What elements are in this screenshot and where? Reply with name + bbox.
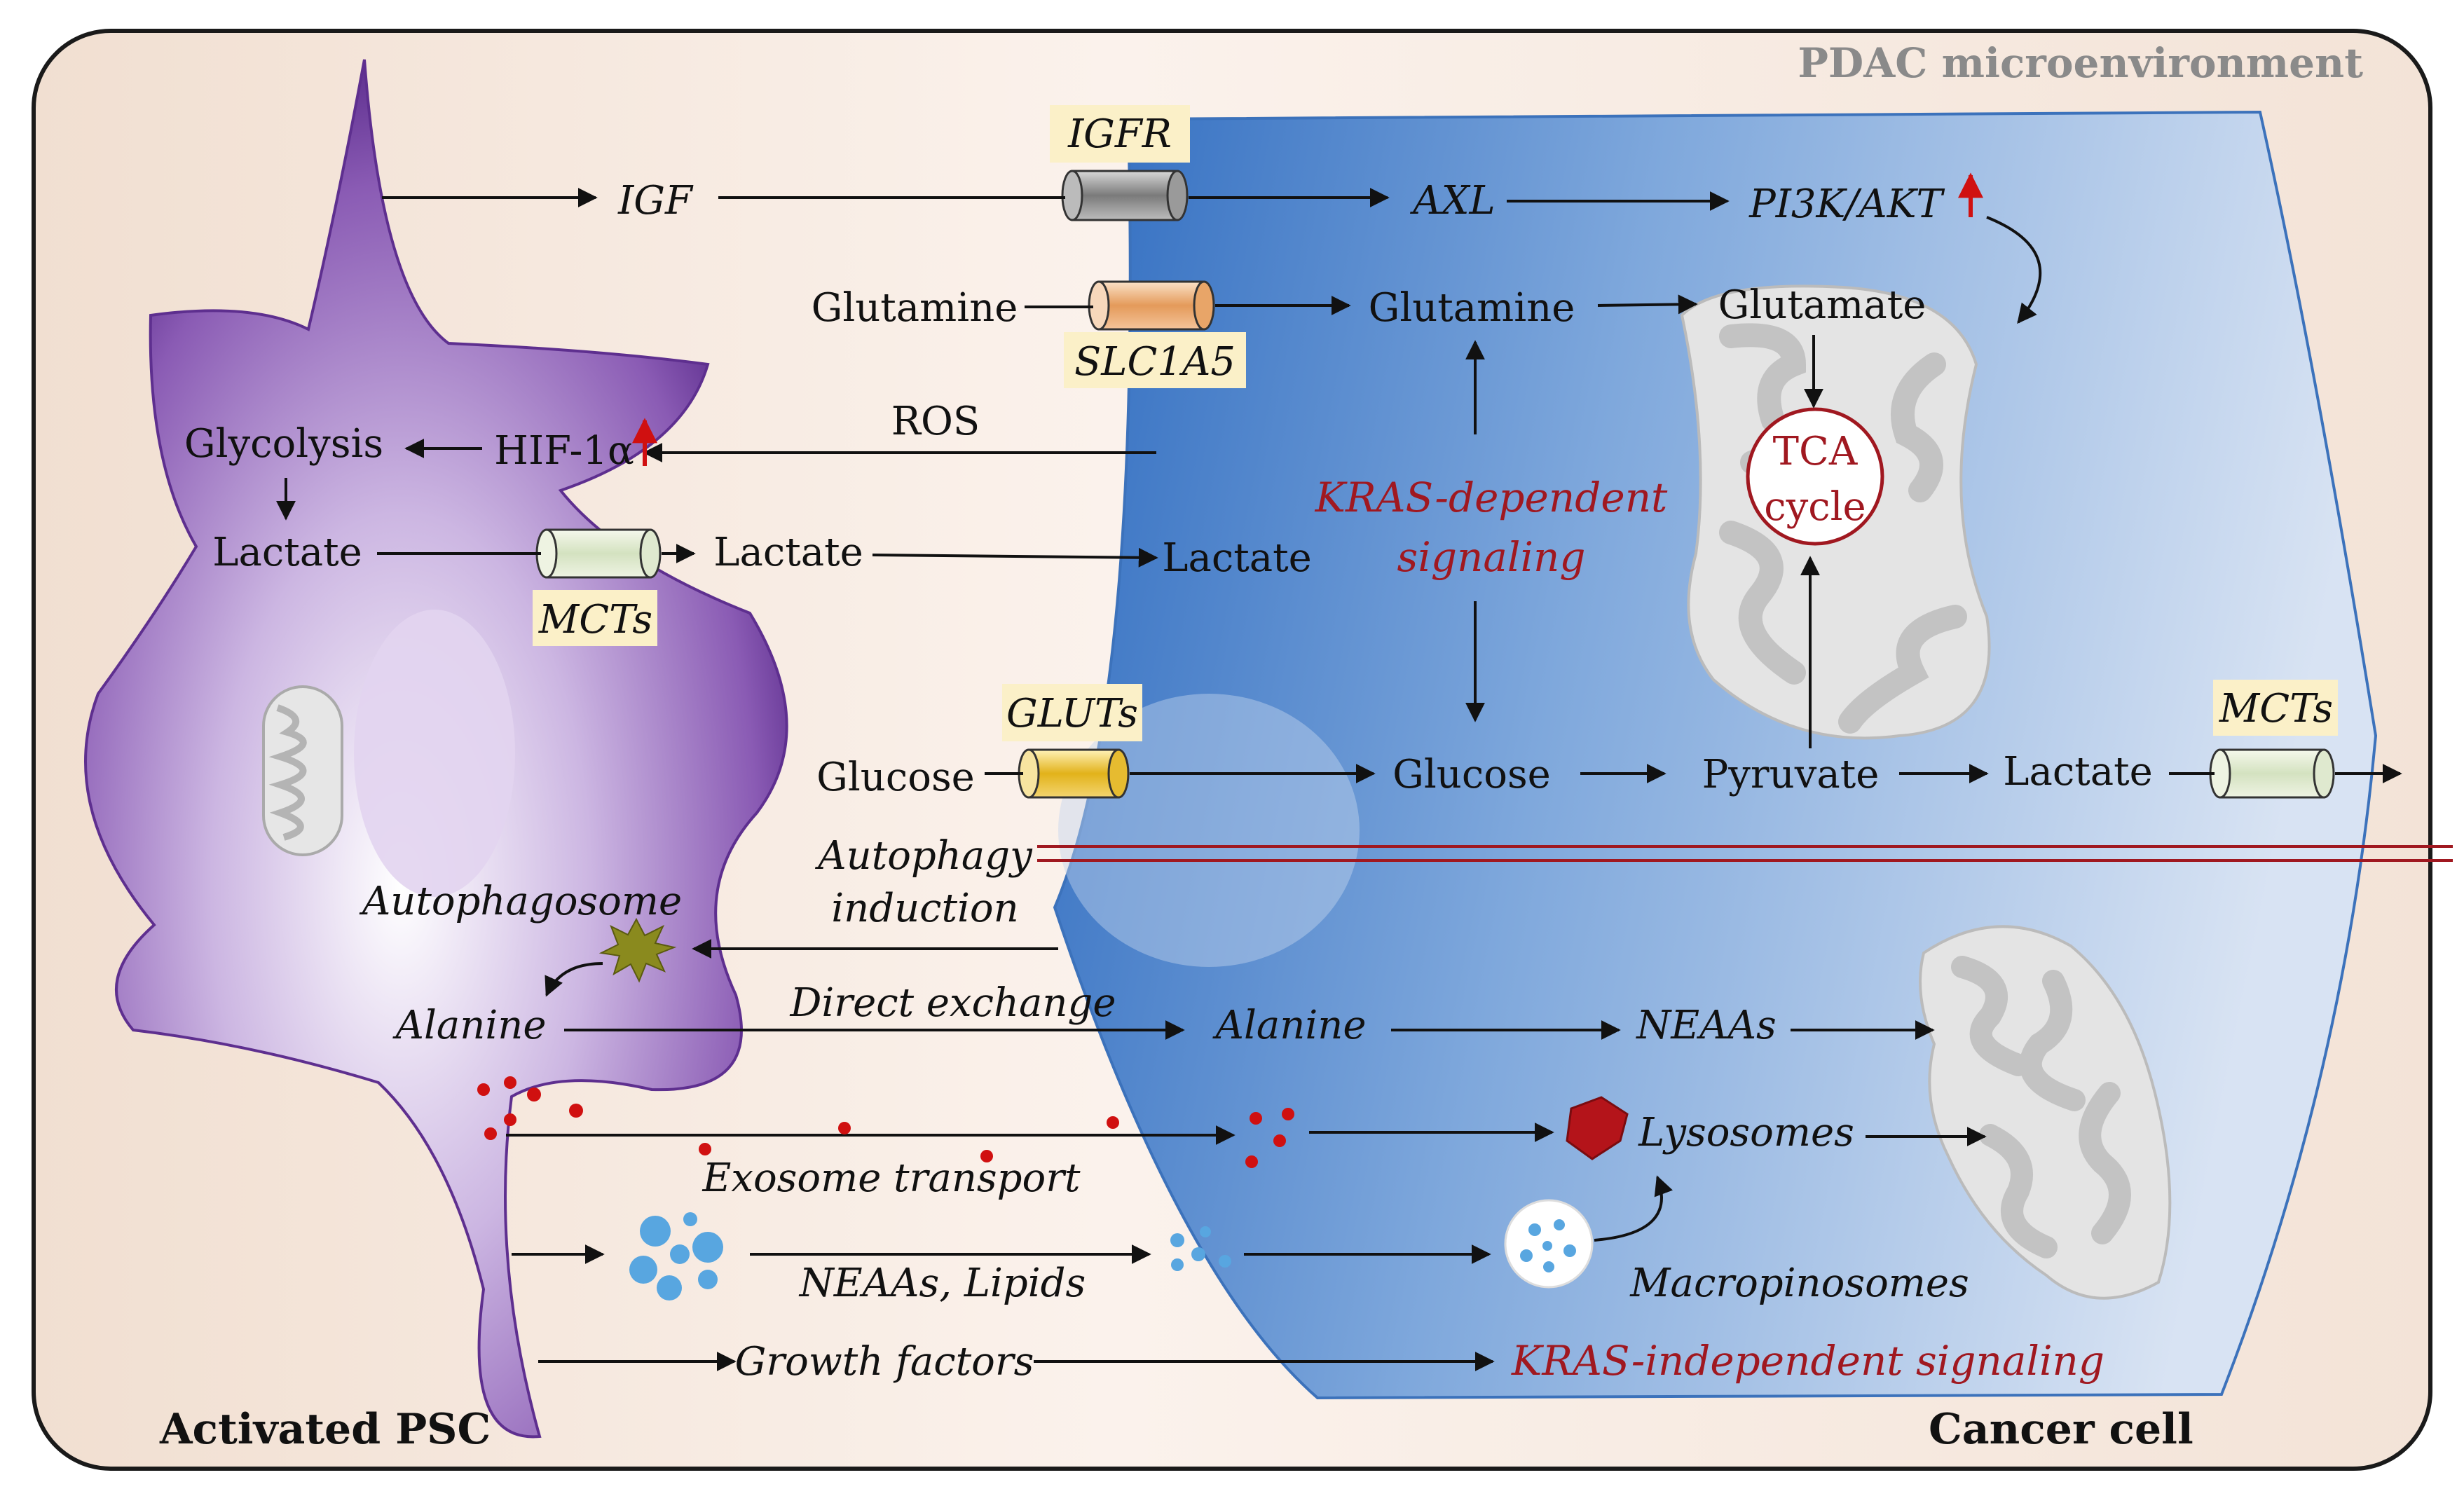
slc1a5-label: SLC1A5 <box>1074 339 1236 385</box>
lysosome-icon <box>1566 1096 1629 1160</box>
glucose-inside-label: Glucose <box>1392 752 1551 797</box>
neaas-label: NEAAs <box>1635 1003 1777 1048</box>
tca-label-line2: cycle <box>1764 484 1866 530</box>
psc-cell-label: Activated PSC <box>159 1405 491 1454</box>
glutamine-outside-label: Glutamine <box>812 285 1018 331</box>
arrow-pi3k-to-mito <box>1986 216 2042 324</box>
direct-exchange-label: Direct exchange <box>790 980 1116 1026</box>
axl-label: AXL <box>1409 178 1495 224</box>
macropinosome-icon <box>1504 1199 1594 1289</box>
glycolysis-label: Glycolysis <box>184 421 383 467</box>
tca-cycle-circle <box>1746 407 1884 546</box>
autophagy-label: Autophagy <box>814 833 1033 879</box>
cancer-nucleus <box>1058 694 1360 967</box>
arrow-macropinosome-to-lysosome <box>1594 1175 1673 1242</box>
cancer-cell-label: Cancer cell <box>1929 1405 2193 1454</box>
mcts-psc-transporter[interactable] <box>535 528 662 579</box>
pi3k-label: PI3K/AKT <box>1748 181 1945 227</box>
mcts-psc-label: MCTs <box>538 597 652 643</box>
mcts-cancer-label-bg <box>2213 680 2338 736</box>
alanine-psc-label: Alanine <box>392 1003 547 1048</box>
mcts-psc-label-bg <box>533 590 657 646</box>
cancer-mitochondrion-lower <box>1919 925 2172 1300</box>
autophagosome-icon <box>598 917 677 983</box>
pyruvate-label: Pyruvate <box>1702 752 1880 797</box>
arrow-lactate-to-lactate <box>872 547 1158 568</box>
lactate-cancer-label: Lactate <box>1162 535 1311 581</box>
gluts-label-bg <box>1002 684 1142 741</box>
alanine-cancer-label: Alanine <box>1212 1003 1367 1048</box>
glutamine-inside-label: Glutamine <box>1369 285 1575 331</box>
lysosomes-label: Lysosomes <box>1638 1110 1854 1155</box>
glutamate-label: Glutamate <box>1718 282 1926 328</box>
arrow-autophagosome-to-alanine <box>545 962 603 997</box>
autophagy-double-line <box>1037 845 2453 862</box>
frame-title: PDAC microenvironment <box>1798 39 2363 87</box>
ros-label: ROS <box>891 399 980 444</box>
kras-dependent-label: KRAS-dependent <box>1315 474 1668 521</box>
slc1a5-label-bg <box>1064 332 1246 388</box>
igfr-label-bg <box>1050 105 1190 163</box>
glucose-outside-label: Glucose <box>816 755 975 800</box>
kras-independent-label: KRAS-independent signaling <box>1511 1337 2104 1385</box>
exosome-transport-label: Exosome transport <box>702 1155 1081 1201</box>
gluts-transporter[interactable] <box>1018 748 1130 799</box>
neaas-vesicles <box>629 1212 723 1300</box>
lactate-mid-label: Lactate <box>713 530 863 575</box>
slc1a5-transporter[interactable] <box>1088 280 1215 331</box>
psc-nucleus <box>354 610 515 897</box>
autophagosome-label: Autophagosome <box>359 879 682 924</box>
lactate-out-label: Lactate <box>2003 749 2152 795</box>
small-vesicles <box>1170 1226 1231 1271</box>
igf-label: IGF <box>617 178 694 224</box>
macropinosomes-label: Macropinosomes <box>1629 1261 1969 1306</box>
arrow-glutamine-to-glutamate <box>1597 294 1698 315</box>
growth-factors-label: Growth factors <box>735 1339 1034 1385</box>
igfr-label: IGFR <box>1067 111 1172 157</box>
kras-signaling-label: signaling <box>1397 533 1586 581</box>
tca-label-line1: TCA <box>1773 429 1858 474</box>
igfr-transporter[interactable] <box>1061 170 1189 221</box>
exosome-dots <box>477 1076 1294 1168</box>
neaas-lipids-label: NEAAs, Lipids <box>798 1261 1086 1306</box>
hif-label: HIF-1α <box>494 428 634 474</box>
gluts-label: GLUTs <box>1006 691 1138 736</box>
psc-mitochondrion <box>262 685 343 856</box>
lactate-psc-label: Lactate <box>212 530 362 575</box>
induction-label: induction <box>831 886 1018 931</box>
mcts-cancer-transporter[interactable] <box>2209 748 2335 799</box>
mcts-cancer-label: MCTs <box>2219 686 2333 732</box>
